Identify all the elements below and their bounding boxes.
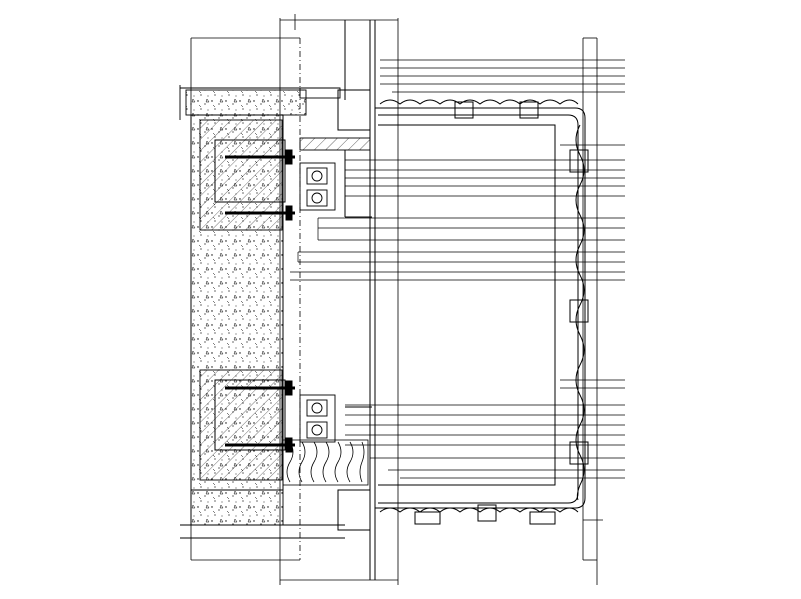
concrete-column — [190, 114, 284, 491]
bottom-slab — [180, 489, 345, 539]
top-slab — [179, 85, 341, 120]
insulation-batt — [282, 439, 369, 486]
connector-brackets — [299, 137, 371, 443]
column-cladding — [375, 99, 589, 525]
mullion — [337, 20, 376, 580]
leader-lines — [290, 59, 625, 479]
